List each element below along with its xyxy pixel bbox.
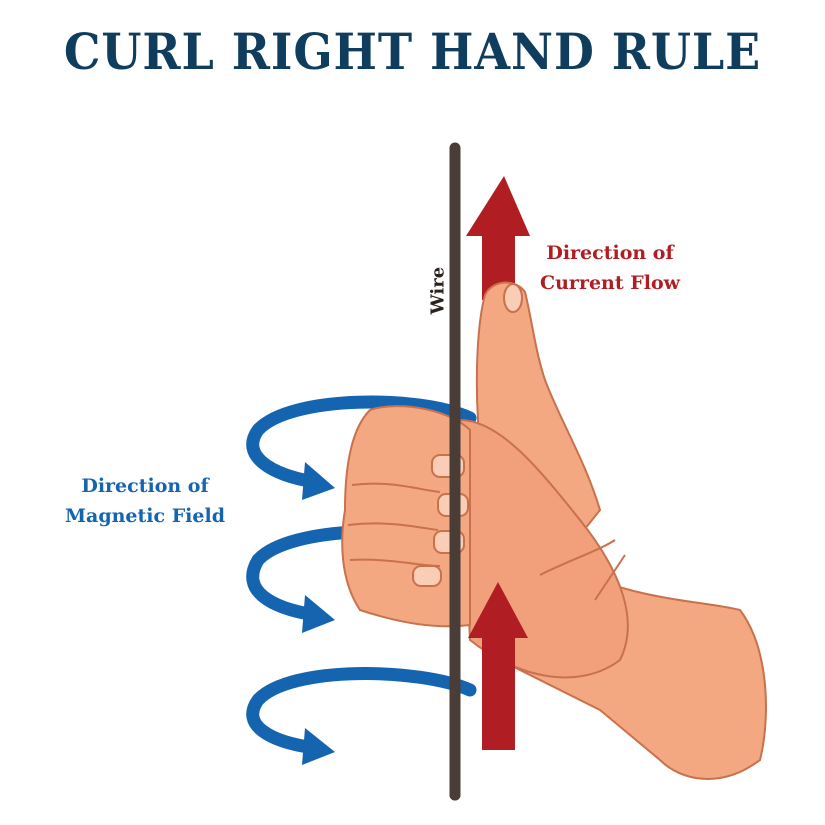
- diagram-title: CURL RIGHT HAND RULE: [63, 22, 762, 81]
- field-arrowheads: [302, 462, 335, 765]
- field-arrowhead-top: [302, 462, 335, 500]
- current-arrow-bottom: [468, 582, 528, 750]
- field-arrowhead-middle: [302, 595, 335, 633]
- current-label-line1: Direction of: [546, 242, 674, 264]
- finger-creases: [347, 482, 626, 601]
- field-label-line1: Direction of: [81, 475, 209, 497]
- field-label-line2: Magnetic Field: [64, 505, 225, 527]
- field-curl-bottom: [246, 667, 477, 755]
- current-arrow-top: [466, 176, 530, 300]
- current-flow-label: Direction of Current Flow: [520, 238, 700, 298]
- current-label-line2: Current Flow: [540, 272, 680, 294]
- thumbnail: [503, 283, 523, 313]
- field-curl-top: [246, 395, 477, 489]
- hand: [341, 281, 767, 780]
- magnetic-field-label: Direction of Magnetic Field: [40, 471, 250, 531]
- wire-label: Wire: [427, 266, 449, 315]
- field-arrowhead-bottom: [302, 728, 335, 765]
